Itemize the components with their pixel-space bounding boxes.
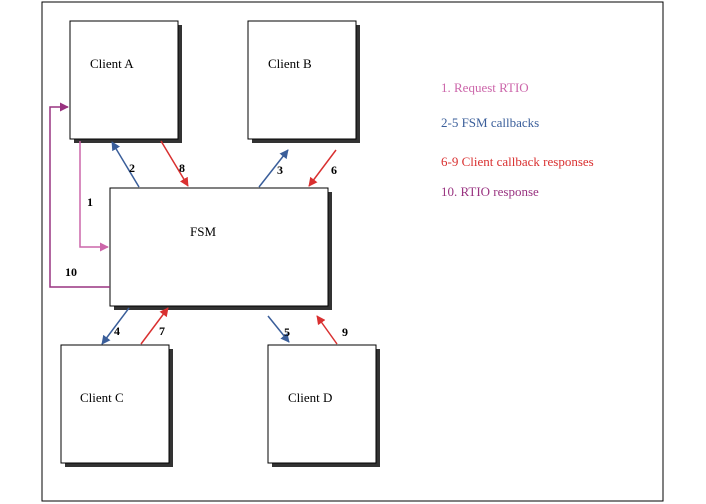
client-b-node: Client B <box>247 20 360 143</box>
legend-item-responses: 6-9 Client callback responses <box>441 154 594 169</box>
edge-label-6: 6 <box>331 163 337 177</box>
edge-label-4: 4 <box>114 324 120 338</box>
arrow-2-callback <box>111 141 140 188</box>
client-a-label: Client A <box>90 56 134 71</box>
edge-label-9: 9 <box>342 325 348 339</box>
arrow-1-request <box>79 141 109 252</box>
legend-item-request: 1. Request RTIO <box>441 80 529 95</box>
arrow-6-response <box>308 149 337 187</box>
edge-label-2: 2 <box>129 161 135 175</box>
arrow-4-callback <box>101 307 130 345</box>
client-b-label: Client B <box>268 56 312 71</box>
legend: 1. Request RTIO 2-5 FSM callbacks 6-9 Cl… <box>441 80 594 199</box>
legend-item-callbacks: 2-5 FSM callbacks <box>441 115 539 130</box>
arrow-7-response <box>140 307 169 345</box>
client-d-node: Client D <box>267 344 380 467</box>
arrow-5-callback <box>267 315 290 343</box>
legend-item-rtio-response: 10. RTIO response <box>441 184 539 199</box>
edge-label-3: 3 <box>277 163 283 177</box>
fsm-node: FSM <box>109 187 332 310</box>
fsm-label: FSM <box>190 224 216 239</box>
edge-label-10: 10 <box>65 265 77 279</box>
edge-label-8: 8 <box>179 161 185 175</box>
edge-label-7: 7 <box>159 324 165 338</box>
client-a-node: Client A <box>69 20 182 143</box>
client-d-label: Client D <box>288 390 332 405</box>
arrow-8-response <box>160 140 189 187</box>
arrow-9-response <box>316 315 338 345</box>
edge-label-5: 5 <box>284 325 290 339</box>
client-c-node: Client C <box>60 344 173 467</box>
arrow-10-rtio-response <box>49 102 110 288</box>
arrow-3-callback <box>258 149 289 188</box>
edge-label-1: 1 <box>87 195 93 209</box>
client-c-label: Client C <box>80 390 124 405</box>
